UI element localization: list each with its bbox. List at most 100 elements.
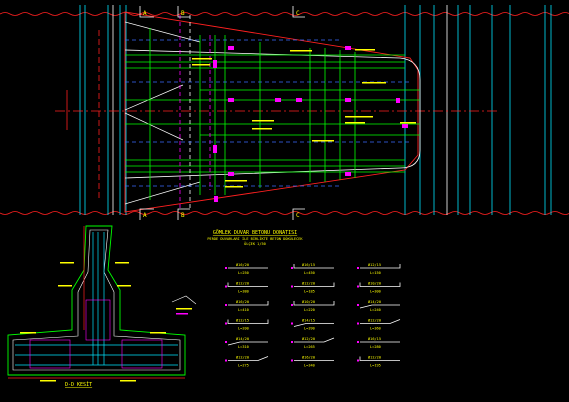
bar-shape	[359, 282, 401, 287]
bar-mark: Ø12/15	[368, 262, 381, 267]
bar-marker	[357, 285, 359, 288]
bar-mark: Ø12/20	[302, 281, 315, 286]
rebar-vertical	[149, 28, 356, 200]
bar-marker	[357, 341, 359, 343]
bar-length: L=360	[370, 327, 381, 331]
bar-shape	[359, 304, 400, 309]
bar-shape	[293, 264, 334, 269]
drawing-subtitle: PERDE DUVARLARI İLE BİRLİKTE BETON DÖKÜL…	[207, 236, 303, 241]
slab-outline	[124, 49, 421, 179]
section-stirrups	[29, 299, 163, 369]
bar-mark: Ø16/20	[302, 355, 315, 360]
bar-length: L=185	[304, 290, 315, 294]
bar-marker	[357, 267, 359, 269]
bar-length: L=220	[304, 308, 315, 312]
bar-marker	[291, 285, 293, 288]
drawing-scale: ÖLÇEK 1/50	[244, 241, 266, 246]
bar-marker	[357, 359, 359, 362]
bar-marker	[225, 341, 227, 343]
section-title: D-D KESİT	[65, 381, 92, 388]
bar-length: L=280	[370, 345, 381, 349]
bar-length: L=195	[370, 364, 381, 368]
bar-shape	[227, 319, 269, 324]
bar-length: L=240	[370, 308, 381, 312]
section-mark-b-bottom: B	[177, 208, 190, 220]
bar-shape	[360, 264, 401, 269]
bar-marker	[225, 304, 227, 306]
bar-marker	[357, 322, 359, 325]
bar-marker	[357, 304, 359, 306]
bar-length: L=150	[370, 271, 381, 275]
bar-length: L=265	[304, 345, 315, 349]
bar-length: L=250	[238, 271, 249, 275]
terrain-line-top	[0, 12, 569, 16]
section-mark-a-bottom: A	[139, 208, 154, 220]
bar-schedule: Ø16/20L=250Ø12/20L=380Ø16/20L=410Ø12/15L…	[225, 262, 401, 368]
bar-mark: Ø12/20	[302, 336, 315, 341]
bar-mark: Ø16/20	[236, 299, 249, 304]
section-label: A	[143, 10, 147, 17]
section-outline	[7, 225, 186, 376]
bar-shape	[228, 301, 269, 306]
bar-mark: Ø16/15	[302, 262, 315, 267]
bar-length: L=390	[304, 327, 315, 331]
bar-mark: Ø12/15	[236, 318, 249, 323]
wall-outline	[124, 11, 419, 213]
rebar-horizontal	[125, 54, 420, 173]
bar-shape	[294, 337, 335, 343]
bar-shape	[228, 356, 269, 361]
section-mark-c-bottom: C	[292, 208, 305, 220]
terrain-line-bottom	[0, 211, 569, 215]
section-mark-c-top: C	[292, 6, 305, 18]
bar-marker	[291, 341, 293, 343]
bar-mark: Ø12/20	[236, 355, 249, 360]
bar-mark: Ø14/15	[302, 318, 315, 323]
bar-marker	[291, 267, 293, 269]
bar-mark: Ø14/20	[368, 299, 381, 304]
section-annotations	[20, 262, 166, 382]
bar-mark: Ø12/20	[368, 318, 381, 323]
bar-shape	[227, 282, 268, 287]
bar-shape	[359, 356, 400, 361]
section-dims-red	[8, 226, 185, 379]
bar-mark: Ø16/15	[368, 336, 381, 341]
drawing-title: GÖMLEK DUVAR BETONU DONATISI	[213, 229, 297, 236]
section-label: B	[181, 10, 185, 17]
section-rebars	[15, 232, 178, 366]
bar-mark: Ø10/20	[302, 299, 315, 304]
bar-mark: Ø12/20	[368, 355, 381, 360]
bar-mark: Ø12/20	[236, 281, 249, 286]
plan-view: A B C A B C	[0, 5, 569, 220]
bar-marker	[291, 304, 293, 306]
bar-mark: Ø14/20	[236, 336, 249, 341]
bar-marker	[225, 285, 227, 288]
vertical-grid-lines	[79, 5, 552, 215]
bar-shape	[293, 301, 335, 306]
bar-marker	[291, 322, 293, 325]
section-label: A	[143, 212, 147, 219]
section-view: D-D KESİT	[7, 225, 186, 388]
bar-marker	[291, 359, 293, 362]
section-label: C	[296, 10, 300, 17]
section-mark-a-top: A	[139, 6, 154, 18]
bar-length: L=300	[370, 290, 381, 294]
bar-marker	[225, 359, 227, 362]
title-block: GÖMLEK DUVAR BETONU DONATISI PERDE DUVAR…	[207, 229, 303, 246]
bar-length: L=310	[238, 345, 249, 349]
bar-shape	[293, 323, 334, 327]
bar-length: L=275	[238, 364, 249, 368]
bar-marker	[225, 267, 227, 269]
section-label: B	[181, 212, 185, 219]
bar-marker	[225, 322, 227, 325]
bar-length: L=340	[304, 364, 315, 368]
bar-length: L=380	[238, 290, 249, 294]
bar-shape	[227, 341, 268, 346]
vertical-white-lines	[112, 5, 448, 215]
bar-shape	[360, 319, 401, 324]
detail-small	[171, 295, 197, 315]
section-mark-b-top: B	[177, 6, 190, 18]
bar-shape	[294, 282, 335, 287]
bar-length: L=410	[238, 308, 249, 312]
plan-annotations	[192, 49, 416, 188]
